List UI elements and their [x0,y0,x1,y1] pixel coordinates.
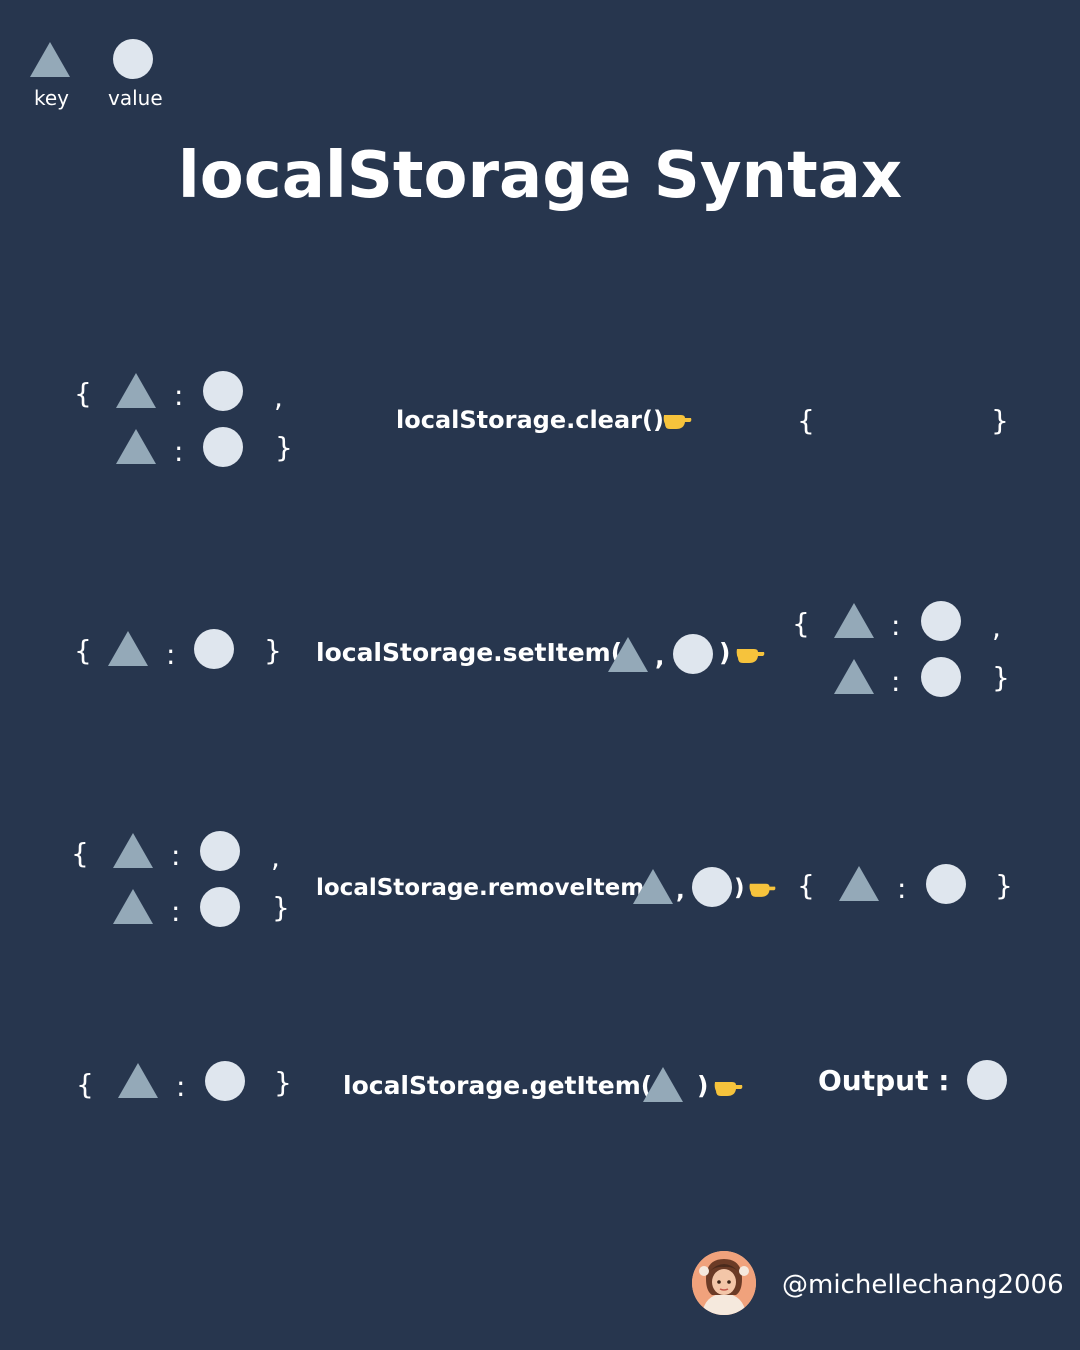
colon: : [891,609,901,642]
key-triangle-icon [116,373,156,408]
key-triangle-icon [118,1063,158,1098]
key-triangle-icon [113,889,153,924]
result-open-brace: { [797,404,815,437]
author-handle[interactable]: @michellechang2006 [782,1270,1064,1300]
colon: : [897,872,907,905]
open-brace: { [74,377,92,410]
close-brace: } [275,431,293,464]
pointing-hand-icon [749,883,776,897]
method-setitem: localStorage.setItem( [316,638,623,667]
pointing-hand-icon [663,415,692,429]
close-paren: ) [719,638,731,667]
value-circle-icon [203,371,243,411]
colon: : [174,435,184,468]
result-close-brace: } [995,869,1013,902]
result-close-brace: } [992,661,1010,694]
value-circle-icon [967,1060,1007,1100]
colon: : [171,895,181,928]
avatar [692,1251,756,1315]
key-triangle-icon [834,603,874,638]
comma: , [274,381,283,414]
value-circle-icon [200,887,240,927]
method-removeitem: localStorage.removeItem( [316,875,655,901]
value-circle-icon [921,601,961,641]
result-close-brace: } [991,404,1009,437]
value-circle-icon [200,831,240,871]
close-paren: ) [734,875,745,901]
key-triangle-icon [116,429,156,464]
key-triangle-icon [834,659,874,694]
open-brace: { [76,1068,94,1101]
colon: : [174,379,184,412]
value-circle-icon [673,634,713,674]
colon: : [176,1070,186,1103]
open-brace: { [71,837,89,870]
comma: , [992,611,1001,644]
close-brace: } [264,634,282,667]
value-circle-icon [205,1061,245,1101]
value-circle-icon [203,427,243,467]
key-triangle-icon [108,631,148,666]
output-label: Output : [818,1064,950,1097]
result-open-brace: { [797,869,815,902]
close-brace: } [272,891,290,924]
value-legend-circle-icon [113,39,153,79]
key-triangle-icon [643,1067,683,1102]
pointing-hand-icon [736,649,765,663]
key-legend-triangle-icon [30,42,70,77]
arg-comma: , [676,878,685,904]
result-open-brace: { [792,607,810,640]
arg-comma: , [655,642,665,671]
pointing-hand-icon [714,1082,743,1096]
key-triangle-icon [633,869,673,904]
close-brace: } [274,1066,292,1099]
key-triangle-icon [608,637,648,672]
value-circle-icon [692,867,732,907]
colon: : [166,638,176,671]
close-paren: ) [697,1071,709,1100]
key-legend-label: key [34,86,70,110]
colon: : [891,665,901,698]
avatar-portrait-icon [692,1251,756,1315]
key-triangle-icon [839,866,879,901]
comma: , [271,841,280,874]
colon: : [171,839,181,872]
value-circle-icon [921,657,961,697]
open-brace: { [74,634,92,667]
value-circle-icon [194,629,234,669]
method-clear: localStorage.clear() [396,406,664,434]
page-title: localStorage Syntax [177,139,903,213]
value-legend-label: value [108,86,163,110]
method-getitem: localStorage.getItem( [343,1071,653,1100]
key-triangle-icon [113,833,153,868]
value-circle-icon [926,864,966,904]
